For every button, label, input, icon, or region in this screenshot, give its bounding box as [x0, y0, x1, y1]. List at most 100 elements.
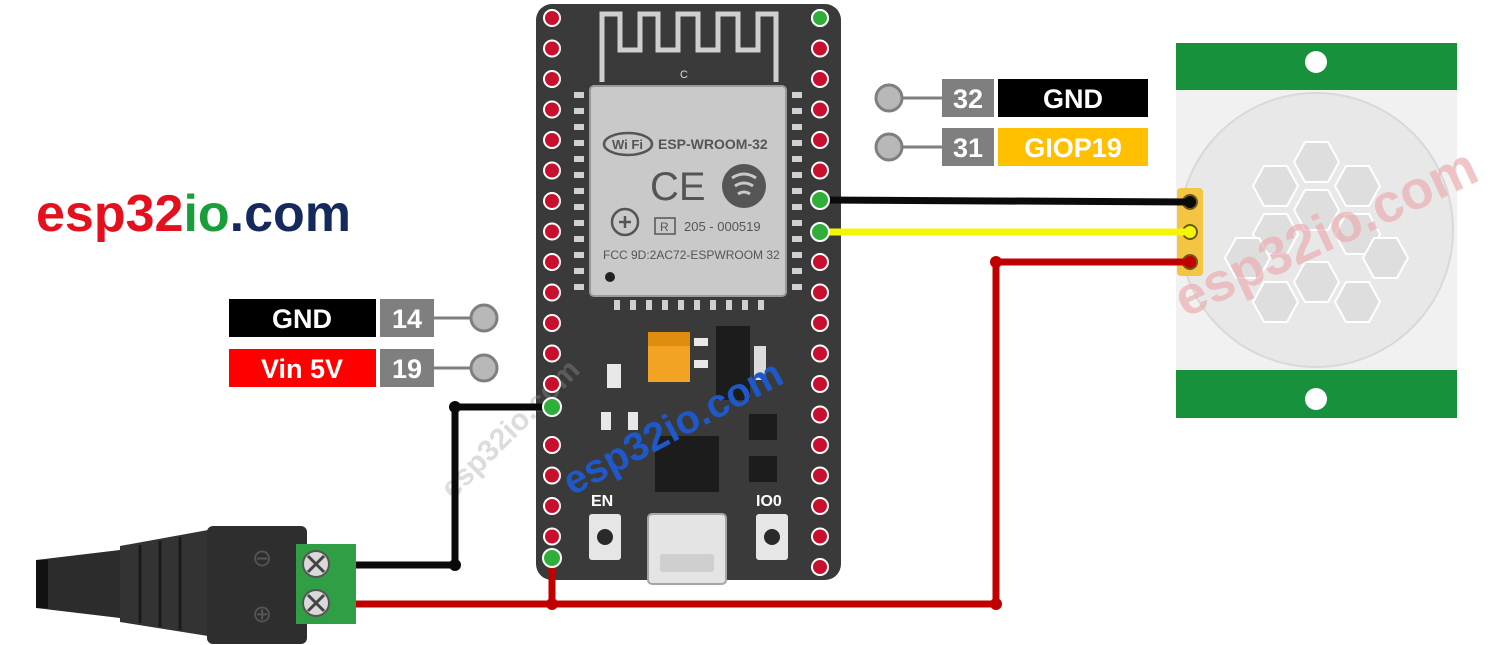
- header-pin: [811, 375, 829, 393]
- jack-ribs: [138, 537, 182, 630]
- led: [601, 412, 611, 430]
- screw-slot: [306, 554, 326, 574]
- usb-uart-chip: [655, 436, 719, 492]
- label-name-giop19: GIOP19: [1024, 133, 1122, 163]
- wire-black-power-gnd: [346, 403, 556, 569]
- wire-red-power: [346, 258, 1194, 608]
- label-pin-box: [380, 349, 434, 387]
- header-pin: [543, 253, 561, 271]
- header-pin: [543, 131, 561, 149]
- header-pin: [543, 527, 561, 546]
- wire-end: [1184, 256, 1196, 268]
- dc-power-jack: ⊖ ⊕: [36, 526, 356, 644]
- header-pin: [811, 9, 829, 27]
- telec-logo: [610, 207, 640, 237]
- header-pin: [811, 100, 829, 119]
- label-name-vin: Vin 5V: [261, 354, 343, 384]
- header-pin: [811, 344, 829, 363]
- header-pin: [543, 314, 561, 332]
- svg-text:Wi Fi: Wi Fi: [612, 137, 643, 152]
- micro-usb-slot: [660, 554, 714, 572]
- wire-end: [1184, 196, 1196, 208]
- wire-joint: [546, 598, 558, 610]
- pin-32-gnd: [810, 190, 830, 210]
- label-pin-32: 32: [953, 84, 983, 114]
- led: [628, 412, 638, 430]
- label-pin-14: 14: [392, 304, 422, 334]
- active-pins: [542, 190, 830, 568]
- io0-label: IO0: [756, 493, 782, 510]
- module-castellations: [574, 92, 802, 310]
- header-pin: [543, 466, 561, 485]
- header-pin: [811, 253, 829, 271]
- jack-ring: [36, 560, 48, 608]
- brand-logo: esp32io.com: [36, 188, 351, 240]
- header-pin: [543, 9, 561, 27]
- esp-wroom-module: [589, 85, 787, 297]
- wire-joint: [990, 598, 1002, 610]
- wire-end: [1184, 226, 1196, 238]
- ce-mark: CE: [650, 165, 706, 209]
- bluetooth-logo: [722, 164, 766, 208]
- label-pin-box: [942, 128, 994, 166]
- transistor: [749, 414, 777, 440]
- brand-part-esp32: esp32: [36, 185, 184, 243]
- jack-sleeve: [120, 530, 208, 636]
- header-pins-right: [811, 9, 829, 576]
- header-pin: [543, 39, 561, 58]
- pin-19-vin: [542, 548, 562, 568]
- label-pin-box: [380, 299, 434, 337]
- pin1-dot: [605, 272, 615, 282]
- wire-joint: [449, 401, 461, 413]
- screw-slot: [306, 593, 326, 613]
- label-dot: [874, 132, 904, 162]
- c-mark: C: [680, 69, 688, 81]
- en-button-cap: [597, 529, 613, 545]
- mounting-hole: [1305, 388, 1327, 410]
- power-pin-labels: GND 14 Vin 5V 19: [229, 299, 499, 387]
- fcc-id: FCC 9D:2AC72-ESPWROOM 32: [603, 248, 780, 262]
- wire-joint: [990, 256, 1002, 268]
- header-pin: [811, 497, 829, 515]
- header-pin: [811, 436, 829, 454]
- micro-usb-port: [647, 513, 727, 585]
- header-pin: [543, 222, 561, 241]
- header-pin: [543, 100, 561, 119]
- wifi-logo: Wi Fi: [602, 131, 654, 157]
- voltage-regulator: [716, 326, 750, 400]
- regulator-tab: [754, 346, 766, 380]
- jack-barrel: [36, 550, 120, 618]
- pin-31-gpio19: [810, 222, 830, 242]
- label-name-gnd-power: GND: [272, 304, 332, 334]
- header-pin: [811, 283, 829, 302]
- header-pin: [811, 527, 829, 546]
- label-pin-box: [942, 79, 994, 117]
- capacitor-band: [648, 332, 690, 346]
- mounting-hole: [1305, 51, 1327, 73]
- brand-part-io: io: [183, 185, 230, 243]
- header-pin: [543, 497, 561, 515]
- header-pin: [543, 375, 561, 393]
- wire-joint: [449, 559, 461, 571]
- header-pin: [811, 314, 829, 332]
- r-mark: R: [660, 220, 669, 234]
- lens-hexagons: [1223, 141, 1410, 323]
- jack-plus-symbol: ⊕: [252, 600, 272, 628]
- label-name-box: [229, 349, 376, 387]
- transistor: [749, 456, 777, 482]
- io0-button-cap: [764, 529, 780, 545]
- r-mark-box: [654, 217, 676, 235]
- wires: [346, 196, 1196, 610]
- label-name-gnd: GND: [1043, 84, 1103, 114]
- brand-part-com: .com: [229, 185, 352, 243]
- label-name-box: [229, 299, 376, 337]
- cert-code: 205 - 000519: [684, 219, 761, 234]
- header-pin: [811, 131, 829, 149]
- header-pin: [543, 283, 561, 302]
- header-pin: [811, 161, 829, 180]
- header-pin: [811, 39, 829, 58]
- esp32-board: C Wi Fi ESP-WROOM-32 CE R 205 - 000519 F…: [435, 4, 841, 585]
- smd-part: [694, 338, 708, 346]
- en-label: EN: [591, 493, 613, 510]
